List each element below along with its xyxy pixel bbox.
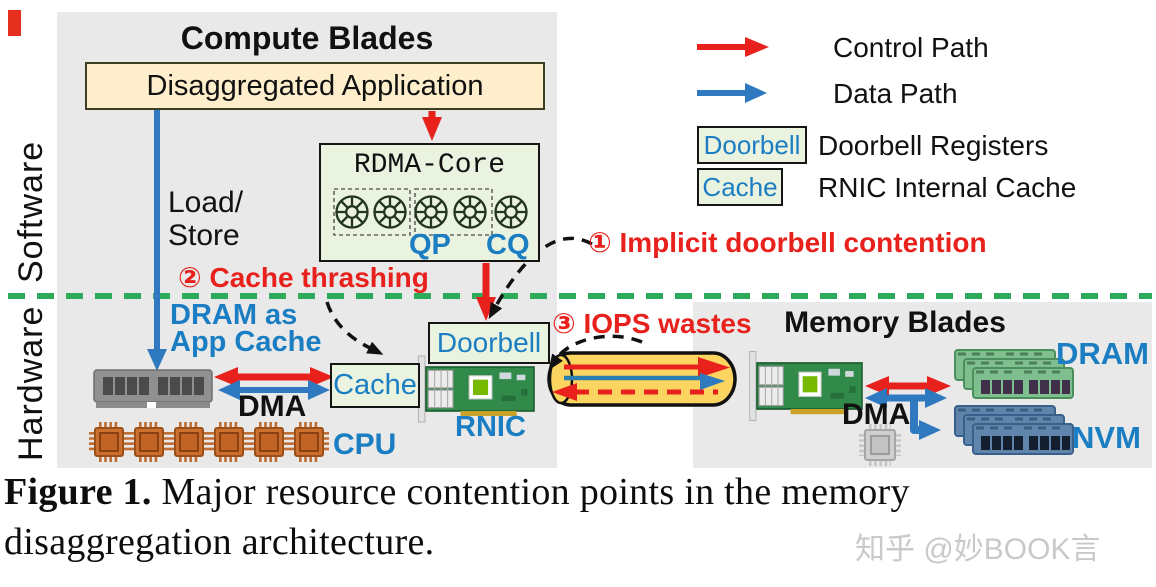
cache-thrashing-dashed-arrow <box>325 301 384 355</box>
dma-branch-nvm-arrow <box>910 398 941 440</box>
rdma-core-box: RDMA-Core QP CQ <box>319 143 540 262</box>
dma-left-label: DMA <box>238 390 307 423</box>
core-gear-icon <box>373 195 407 229</box>
cpu-chip-icon <box>292 425 326 459</box>
load-store-label: Load/ Store <box>168 186 244 252</box>
rdma-core-title: RDMA-Core <box>353 150 506 181</box>
iops-wastes-dashed-arrow <box>548 334 643 371</box>
nvm-module-stack-icon <box>953 404 1075 456</box>
rnic-left-label: RNIC <box>455 411 526 443</box>
cpu-chip-icon <box>92 425 126 459</box>
corner-red-mark <box>8 10 21 36</box>
link-control-arrowhead <box>698 357 730 378</box>
watermark: 知乎 @妙BOOK言 <box>855 533 1101 566</box>
memory-chip-icon <box>862 427 898 463</box>
software-rail-label: Software <box>12 140 50 284</box>
cpu-label: CPU <box>333 428 397 461</box>
cpu-chip-icon <box>172 425 206 459</box>
core-gear-icon <box>494 195 528 229</box>
figure-caption-text: Major resource contention points in the … <box>151 471 910 513</box>
rdma-core-gears <box>333 188 528 236</box>
cpu-chip-icon <box>212 425 246 459</box>
figure-caption-line2: disaggregation architecture. <box>4 521 435 563</box>
link-data-arrowhead <box>700 373 725 390</box>
legend-data-path-label: Data Path <box>833 78 958 109</box>
cpu-chip-icon <box>132 425 166 459</box>
dram-stick-icon <box>93 369 213 408</box>
doorbell-main-box: Doorbell <box>428 322 550 364</box>
qp-label: QP <box>409 229 451 261</box>
memory-blades-title: Memory Blades <box>784 306 1006 339</box>
core-gear-icon <box>453 195 487 229</box>
dma-right-label: DMA <box>842 398 911 431</box>
compute-blades-title: Compute Blades <box>180 20 434 56</box>
legend-doorbell-box: Doorbell <box>697 126 807 164</box>
figure-caption-label: Figure 1. <box>4 471 152 513</box>
cpu-chip-icon <box>252 425 286 459</box>
dram-as-app-cache-label: DRAM as App Cache <box>170 299 322 358</box>
issue-doorbell-contention: ① Implicit doorbell contention <box>588 227 987 258</box>
disaggregated-application-box: Disaggregated Application <box>85 62 545 110</box>
issue-cache-thrashing: ② Cache thrashing <box>178 262 429 293</box>
link-return-arrowhead <box>552 383 577 401</box>
cq-label: CQ <box>486 229 530 261</box>
hardware-rail-label: Hardware <box>12 305 50 461</box>
cache-main-box: Cache <box>330 363 420 408</box>
core-gear-icon <box>335 195 369 229</box>
legend-cache-box: Cache <box>697 168 783 206</box>
dram-label: DRAM <box>1056 336 1149 371</box>
core-gear-icon <box>414 195 448 229</box>
issue-iops-wastes: ③ IOPS wastes <box>552 308 752 339</box>
nvm-label: NVM <box>1072 420 1141 455</box>
legend-control-path-label: Control Path <box>833 32 989 63</box>
legend-doorbell-desc: Doorbell Registers <box>818 130 1049 161</box>
network-link-cylinder <box>547 351 737 407</box>
legend-cache-desc: RNIC Internal Cache <box>818 172 1077 203</box>
figure-caption-line1: Figure 1. Major resource contention poin… <box>4 470 910 514</box>
